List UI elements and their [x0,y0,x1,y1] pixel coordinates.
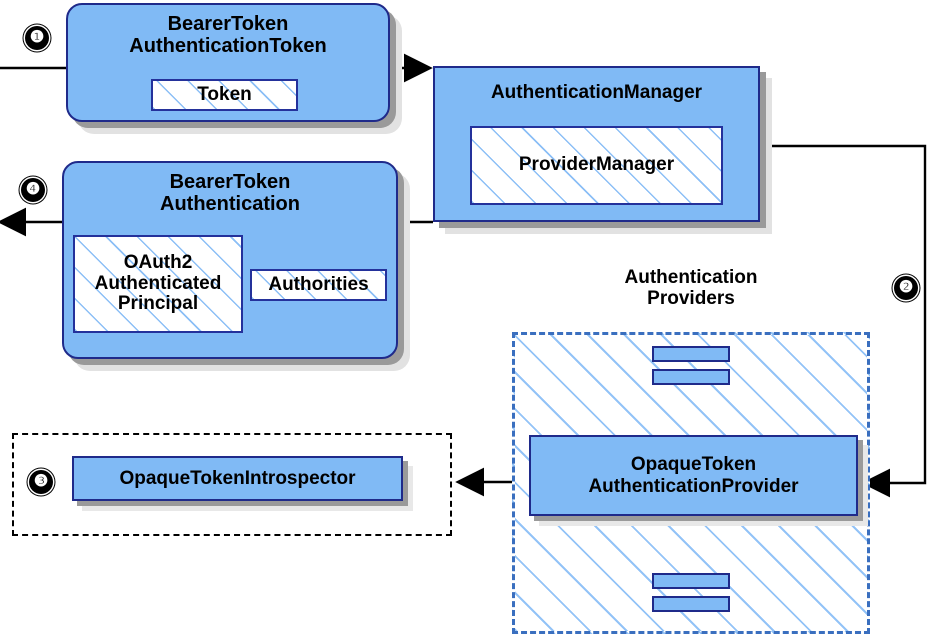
node-title-authentication-manager: AuthenticationManager [490,82,703,103]
node-opaque-token-introspector[interactable]: OpaqueTokenIntrospector [72,456,403,501]
provider-bar [652,573,730,589]
node-title-bearer-token-authentication-token: BearerToken AuthenticationToken [129,13,327,58]
node-title-opaque-token-authentication-provider: OpaqueToken AuthenticationProvider [588,454,799,497]
compartment-provider-manager: ProviderManager [470,126,723,205]
provider-bar [652,596,730,612]
provider-stack-bottom-icon [652,573,730,612]
step-badge-1: ❶ [25,26,49,50]
step-badge-4: ❹ [21,178,45,202]
step-badge-2: ❷ [894,276,918,300]
compartment-oauth2-authenticated-principal: OAuth2 Authenticated Principal [73,235,243,333]
authentication-providers-caption: Authentication Providers [624,267,758,310]
node-title-bearer-token-authentication: BearerToken Authentication [160,171,300,216]
node-opaque-token-authentication-provider[interactable]: OpaqueToken AuthenticationProvider [529,435,858,516]
provider-bar [652,346,730,362]
step-badge-3: ❸ [29,470,53,494]
introspector-group [12,433,452,536]
provider-stack-top-icon [652,346,730,385]
node-title-opaque-token-introspector: OpaqueTokenIntrospector [119,467,356,489]
node-bearer-token-authentication-token[interactable]: BearerToken AuthenticationToken [66,3,390,122]
provider-bar [652,369,730,385]
compartment-authorities: Authorities [250,269,387,301]
compartment-token: Token [151,79,298,111]
